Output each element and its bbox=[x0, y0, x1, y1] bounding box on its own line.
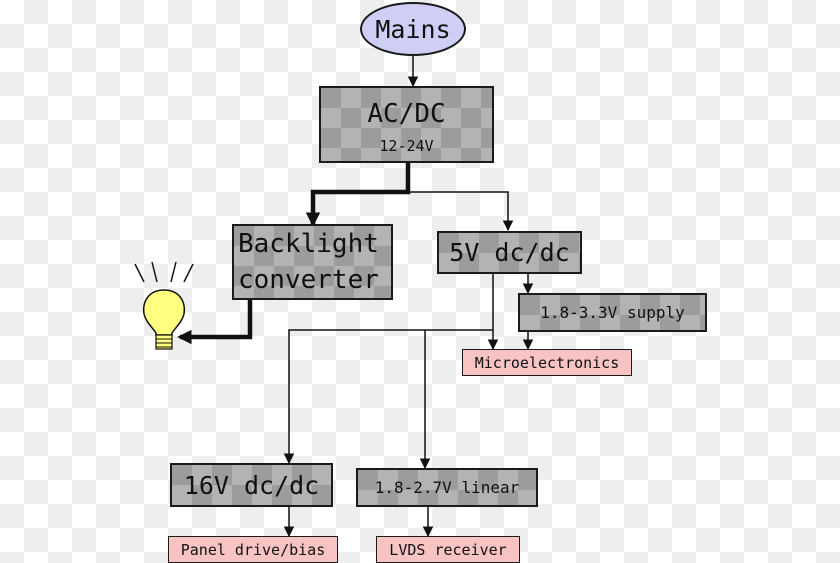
panel-drive-node: Panel drive/bias bbox=[168, 536, 338, 563]
microelectronics-node: Microelectronics bbox=[462, 349, 632, 376]
backlight-converter-node: Backlight converter bbox=[232, 224, 393, 300]
backlight-label-line2: converter bbox=[238, 265, 379, 295]
light-bulb-icon bbox=[142, 289, 186, 350]
acdc-converter-node: AC/DC 12-24V bbox=[319, 86, 494, 163]
supply-node: 1.8-3.3V supply bbox=[518, 293, 707, 332]
linear-label: 1.8-2.7V linear bbox=[374, 478, 520, 497]
edge-acdc-5v bbox=[408, 191, 514, 232]
acdc-voltage: 12-24V bbox=[379, 136, 434, 155]
dcdc-5v-node: 5V dc/dc bbox=[437, 231, 582, 274]
lvds-receiver-node: LVDS receiver bbox=[376, 536, 520, 563]
dcdc-16v-label: 16V dc/dc bbox=[183, 470, 320, 500]
edge-5v-bus bbox=[283, 273, 494, 465]
dcdc-5v-label: 5V dc/dc bbox=[449, 238, 570, 267]
panel-drive-label: Panel drive/bias bbox=[180, 540, 326, 559]
lvds-label: LVDS receiver bbox=[389, 540, 507, 559]
supply-label: 1.8-3.3V supply bbox=[540, 303, 685, 322]
linear-regulator-node: 1.8-2.7V linear bbox=[356, 468, 538, 507]
microelectronics-label: Microelectronics bbox=[474, 353, 620, 372]
edge-acdc-backlight bbox=[305, 162, 411, 227]
backlight-label-line1: Backlight bbox=[238, 229, 379, 259]
edge-backlight-lamp bbox=[177, 300, 253, 345]
dcdc-16v-node: 16V dc/dc bbox=[170, 463, 333, 507]
mains-label: Mains bbox=[375, 14, 451, 44]
acdc-title: AC/DC bbox=[367, 98, 446, 129]
mains-node: Mains bbox=[360, 2, 466, 56]
lamp-rays bbox=[134, 261, 194, 283]
